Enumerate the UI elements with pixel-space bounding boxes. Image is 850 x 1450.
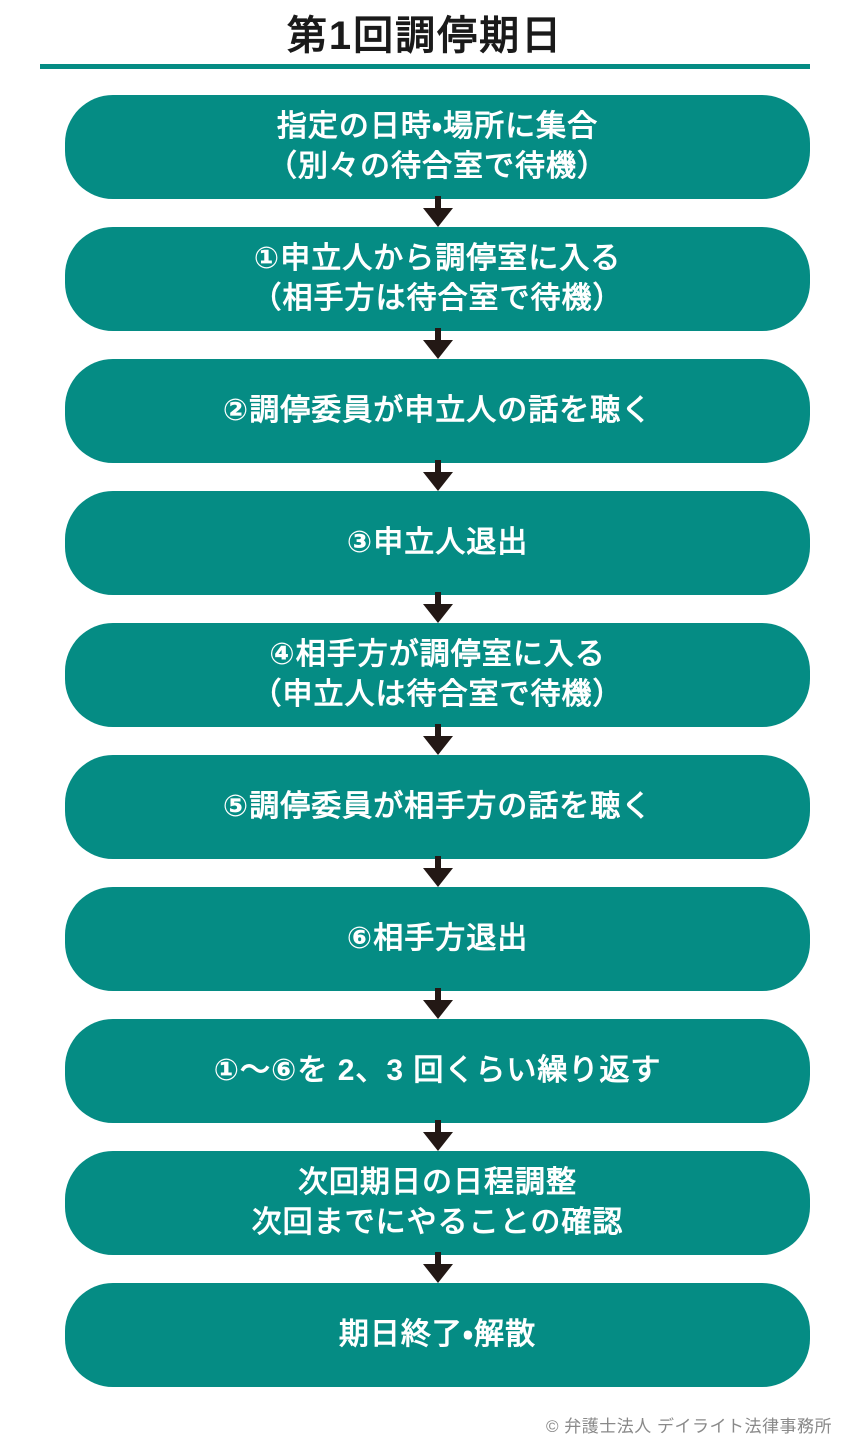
flow-step: 期日終了・解散 bbox=[65, 1283, 810, 1387]
flow-step-line: （相手方は待合室で待機） bbox=[251, 282, 624, 315]
down-arrow-icon bbox=[65, 1120, 810, 1151]
down-arrow-head bbox=[422, 208, 453, 227]
down-arrow-stem bbox=[434, 1120, 441, 1133]
down-arrow-icon bbox=[65, 724, 810, 755]
flow-step-line: 期日終了・解散 bbox=[338, 1318, 537, 1351]
down-arrow-stem bbox=[434, 328, 441, 341]
flow-step: 指定の日時・場所に集合 （別々の待合室で待機） bbox=[65, 95, 810, 199]
down-arrow-stem bbox=[434, 592, 441, 605]
down-arrow-stem bbox=[434, 196, 441, 209]
title-underline bbox=[40, 64, 810, 69]
flow-step: ①申立人から調停室に入る （相手方は待合室で待機） bbox=[65, 227, 810, 331]
flow-step-line: （申立人は待合室で待機） bbox=[251, 678, 624, 711]
flow-step: ⑤調停委員が相手方の話を聴く bbox=[65, 755, 810, 859]
down-arrow-head bbox=[422, 736, 453, 755]
flow-step-line: ①～⑥を 2、3 回くらい繰り返す bbox=[213, 1054, 662, 1087]
flow-step: ③申立人退出 bbox=[65, 491, 810, 595]
down-arrow-stem bbox=[434, 724, 441, 737]
down-arrow-head bbox=[422, 868, 453, 887]
flow-step-line: 次回期日の日程調整 bbox=[298, 1166, 577, 1199]
down-arrow-icon bbox=[65, 592, 810, 623]
flow-step: ②調停委員が申立人の話を聴く bbox=[65, 359, 810, 463]
flow-step-line: ③申立人退出 bbox=[346, 526, 529, 559]
down-arrow-icon bbox=[65, 328, 810, 359]
flowchart: 指定の日時・場所に集合 （別々の待合室で待機） ①申立人から調停室に入る （相手方は待… bbox=[65, 95, 810, 1387]
down-arrow-icon bbox=[65, 460, 810, 491]
down-arrow-head bbox=[422, 1000, 453, 1019]
down-arrow-stem bbox=[434, 1252, 441, 1265]
down-arrow-icon bbox=[65, 1252, 810, 1283]
down-arrow-head bbox=[422, 472, 453, 491]
down-arrow-stem bbox=[434, 460, 441, 473]
down-arrow-icon bbox=[65, 988, 810, 1019]
down-arrow-head bbox=[422, 1132, 453, 1151]
flow-step-line: （別々の待合室で待機） bbox=[267, 150, 608, 183]
flow-step-line: ①申立人から調停室に入る bbox=[253, 242, 622, 275]
page-title: 第1回調停期日 bbox=[286, 14, 564, 58]
flow-step-line: 次回までにやることの確認 bbox=[251, 1206, 624, 1239]
down-arrow-head bbox=[422, 340, 453, 359]
down-arrow-head bbox=[422, 604, 453, 623]
flow-step: 次回期日の日程調整次回までにやることの確認 bbox=[65, 1151, 810, 1255]
flow-step-line: ②調停委員が申立人の話を聴く bbox=[222, 394, 653, 427]
flow-step: ①～⑥を 2、3 回くらい繰り返す bbox=[65, 1019, 810, 1123]
down-arrow-head bbox=[422, 1264, 453, 1283]
flow-step: ⑥相手方退出 bbox=[65, 887, 810, 991]
flow-step-line: ④相手方が調停室に入る bbox=[269, 638, 606, 671]
flow-step: ④相手方が調停室に入る （申立人は待合室で待機） bbox=[65, 623, 810, 727]
down-arrow-stem bbox=[434, 988, 441, 1001]
flow-step-line: ⑤調停委員が相手方の話を聴く bbox=[222, 790, 653, 823]
copyright-text: © 弁護士法人 デイライト法律事務所 bbox=[546, 1417, 832, 1436]
down-arrow-stem bbox=[434, 856, 441, 869]
flow-step-line: ⑥相手方退出 bbox=[346, 922, 529, 955]
flow-step-line: 指定の日時・場所に集合 bbox=[276, 110, 599, 143]
down-arrow-icon bbox=[65, 196, 810, 227]
down-arrow-icon bbox=[65, 856, 810, 887]
